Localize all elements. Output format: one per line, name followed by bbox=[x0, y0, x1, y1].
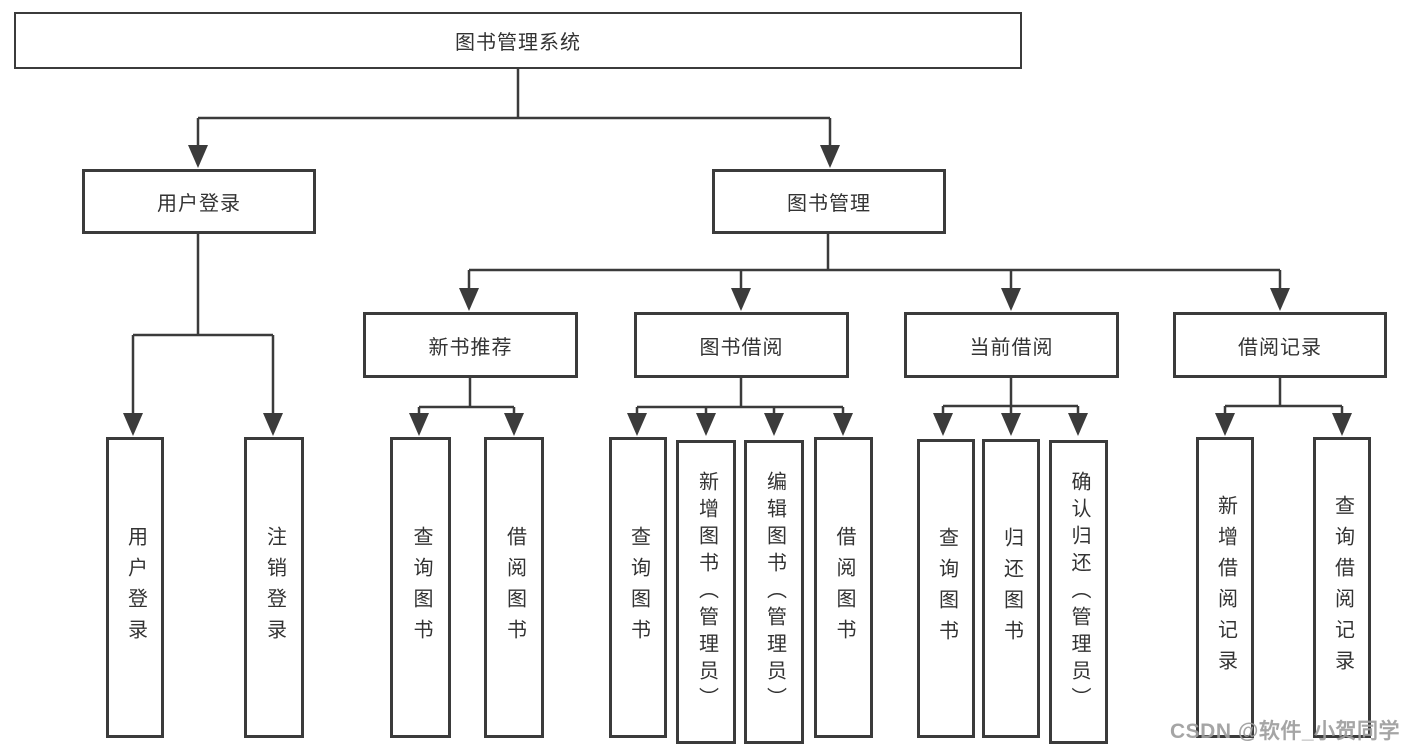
node-label: 用户登录 bbox=[124, 525, 147, 650]
node-label: 新增图书（管理员） bbox=[695, 470, 718, 714]
node-label: 查询图书 bbox=[935, 526, 958, 651]
arrow-down-icon bbox=[263, 413, 283, 436]
arrow-down-icon bbox=[764, 413, 784, 436]
node-current-borrowing: 当前借阅 bbox=[904, 312, 1119, 378]
connector-book-borrowing-branch bbox=[627, 378, 853, 436]
node-label: 查询借阅记录 bbox=[1331, 494, 1354, 681]
arrow-down-icon bbox=[833, 413, 853, 436]
arrow-down-icon bbox=[696, 413, 716, 436]
node-bb-add-books-admin: 新增图书（管理员） bbox=[676, 440, 736, 744]
node-book-borrowing: 图书借阅 bbox=[634, 312, 849, 378]
connector-new-book-recommendation-branch bbox=[409, 378, 524, 436]
node-label: 查询图书 bbox=[627, 525, 650, 650]
node-label: 用户登录 bbox=[157, 193, 241, 215]
connector-book-management-branch bbox=[459, 234, 1290, 311]
arrow-down-icon bbox=[1332, 413, 1352, 436]
arrow-down-icon bbox=[1001, 288, 1021, 311]
node-bb-borrow-books: 借阅图书 bbox=[814, 437, 873, 738]
arrow-down-icon bbox=[504, 413, 524, 436]
node-label: 图书借阅 bbox=[699, 336, 784, 359]
node-label: 归还图书 bbox=[1000, 526, 1023, 651]
node-label: 新书推荐 bbox=[428, 336, 513, 359]
node-nbr-borrow-books: 借阅图书 bbox=[484, 437, 544, 738]
node-label: 编辑图书（管理员） bbox=[763, 470, 786, 714]
node-label: 确认归还（管理员） bbox=[1068, 470, 1090, 714]
arrow-down-icon bbox=[1270, 288, 1290, 311]
connector-root-to-level2 bbox=[188, 69, 840, 168]
csdn-watermark: CSDN @软件_小贺同学 bbox=[1170, 720, 1400, 743]
arrow-down-icon bbox=[933, 413, 953, 436]
node-library-system: 图书管理系统 bbox=[14, 12, 1022, 69]
node-bb-edit-books-admin: 编辑图书（管理员） bbox=[744, 440, 804, 744]
node-cb-return-books: 归还图书 bbox=[982, 439, 1040, 738]
node-user-login: 用户登录 bbox=[82, 169, 316, 234]
node-user-login-leaf: 用户登录 bbox=[106, 437, 164, 738]
arrow-down-icon bbox=[1215, 413, 1235, 436]
node-label: 图书管理 bbox=[787, 193, 871, 215]
connector-borrowing-records-branch bbox=[1215, 378, 1352, 436]
node-label: 图书管理系统 bbox=[455, 32, 581, 54]
node-label: 查询图书 bbox=[410, 525, 432, 650]
arrow-down-icon bbox=[459, 288, 479, 311]
arrow-down-icon bbox=[731, 288, 751, 311]
node-cb-query-books: 查询图书 bbox=[917, 439, 975, 738]
arrow-down-icon bbox=[1001, 413, 1021, 436]
node-br-query-record: 查询借阅记录 bbox=[1313, 437, 1371, 738]
node-br-add-record: 新增借阅记录 bbox=[1196, 437, 1254, 738]
node-nbr-query-books: 查询图书 bbox=[390, 437, 451, 738]
arrow-down-icon bbox=[820, 145, 840, 168]
node-borrowing-records: 借阅记录 bbox=[1173, 312, 1387, 378]
arrow-down-icon bbox=[627, 413, 647, 436]
connector-user-login-branch bbox=[123, 234, 283, 436]
node-label: 借阅图书 bbox=[833, 525, 855, 650]
connector-current-borrowing-branch bbox=[933, 378, 1088, 436]
node-label: 注销登录 bbox=[263, 525, 286, 650]
node-label: 借阅图书 bbox=[503, 525, 526, 650]
node-book-management: 图书管理 bbox=[712, 169, 946, 234]
node-new-book-recommendation: 新书推荐 bbox=[363, 312, 578, 378]
arrow-down-icon bbox=[1068, 413, 1088, 436]
arrow-down-icon bbox=[123, 413, 143, 436]
node-label: 当前借阅 bbox=[969, 336, 1054, 359]
node-label: 借阅记录 bbox=[1238, 336, 1322, 359]
arrow-down-icon bbox=[409, 413, 429, 436]
node-logout-leaf: 注销登录 bbox=[244, 437, 304, 738]
arrow-down-icon bbox=[188, 145, 208, 168]
node-bb-query-books: 查询图书 bbox=[609, 437, 667, 738]
node-label: 新增借阅记录 bbox=[1214, 494, 1237, 681]
node-cb-confirm-return-admin: 确认归还（管理员） bbox=[1049, 440, 1108, 744]
